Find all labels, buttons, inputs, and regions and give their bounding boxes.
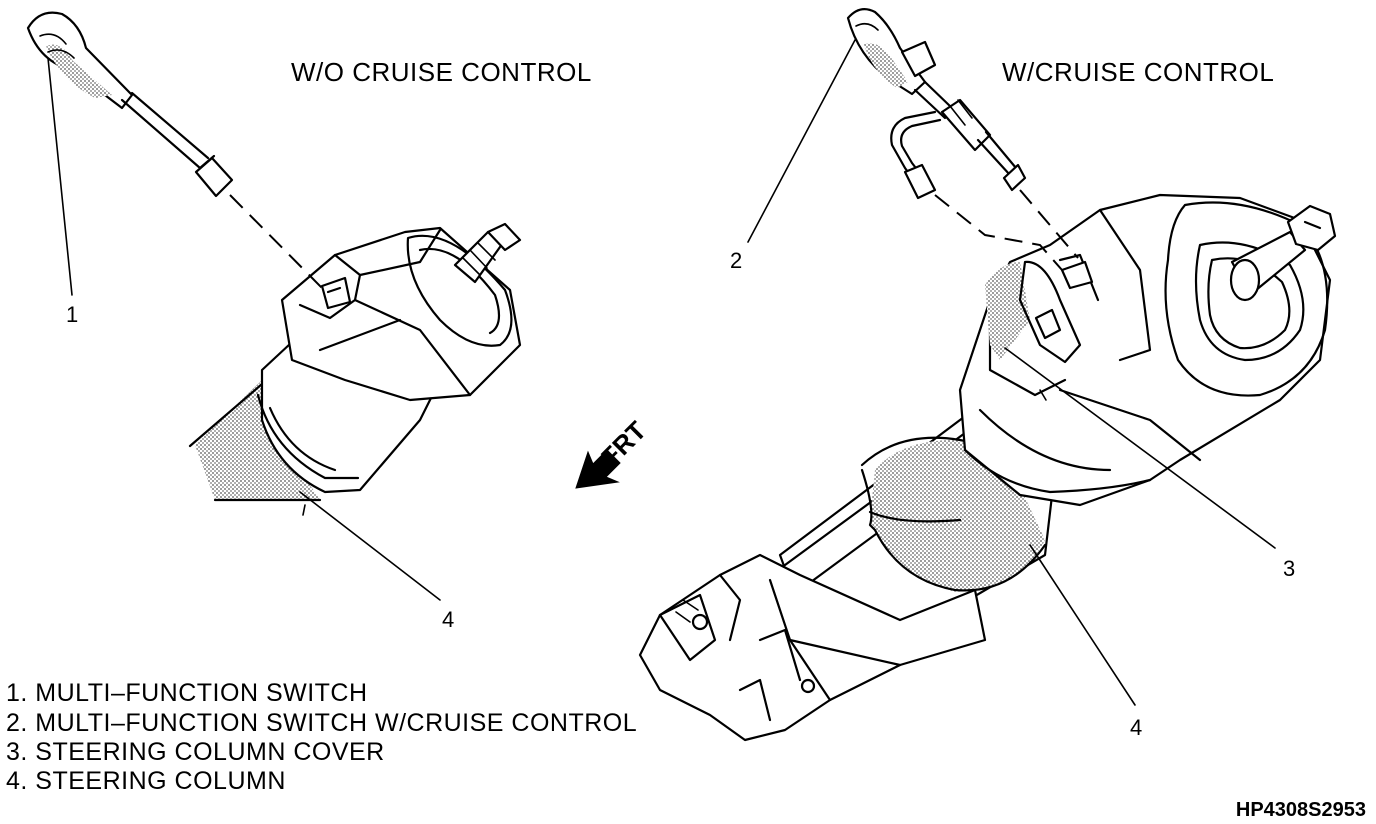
right-leader-4 <box>1029 544 1136 706</box>
left-steering-column <box>188 380 322 502</box>
left-leader-4 <box>299 491 441 601</box>
callout-left-1: 1 <box>66 302 78 327</box>
left-switch-housing <box>280 222 522 402</box>
callout-right-4: 4 <box>1130 715 1142 740</box>
callout-right-2: 2 <box>730 248 742 273</box>
left-leader-1 <box>47 57 73 296</box>
arrow-down-left-icon <box>575 449 621 489</box>
legend-item: 4. STEERING COLUMN <box>6 767 286 795</box>
heading-with-cruise: W/CRUISE CONTROL <box>1002 57 1274 87</box>
left-connection-dash <box>229 194 323 289</box>
right-connection-dash-1 <box>1019 189 1079 259</box>
right-column-bracket <box>638 553 987 742</box>
reference-code: HP4308S2953 <box>1236 799 1366 821</box>
left-multifunction-switch <box>26 11 234 198</box>
heading-without-cruise: W/O CRUISE CONTROL <box>291 57 592 87</box>
right-assembly <box>638 7 1337 742</box>
left-assembly <box>26 11 522 601</box>
right-leader-2 <box>747 39 856 243</box>
callout-right-3: 3 <box>1283 556 1295 581</box>
right-connection-dash-2 <box>934 194 1063 271</box>
legend-item: 3. STEERING COLUMN COVER <box>6 738 385 766</box>
right-multifunction-switch-cruise <box>846 7 1027 200</box>
legend-item: 2. MULTI–FUNCTION SWITCH W/CRUISE CONTRO… <box>6 709 637 737</box>
callout-left-4: 4 <box>442 607 454 632</box>
legend-item: 1. MULTI–FUNCTION SWITCH <box>6 679 368 707</box>
right-leader-3 <box>1004 347 1276 549</box>
right-steering-column-cover <box>958 193 1337 507</box>
legend: 1. MULTI–FUNCTION SWITCH 2. MULTI–FUNCTI… <box>6 679 637 795</box>
direction-indicator: FRT <box>575 415 652 489</box>
